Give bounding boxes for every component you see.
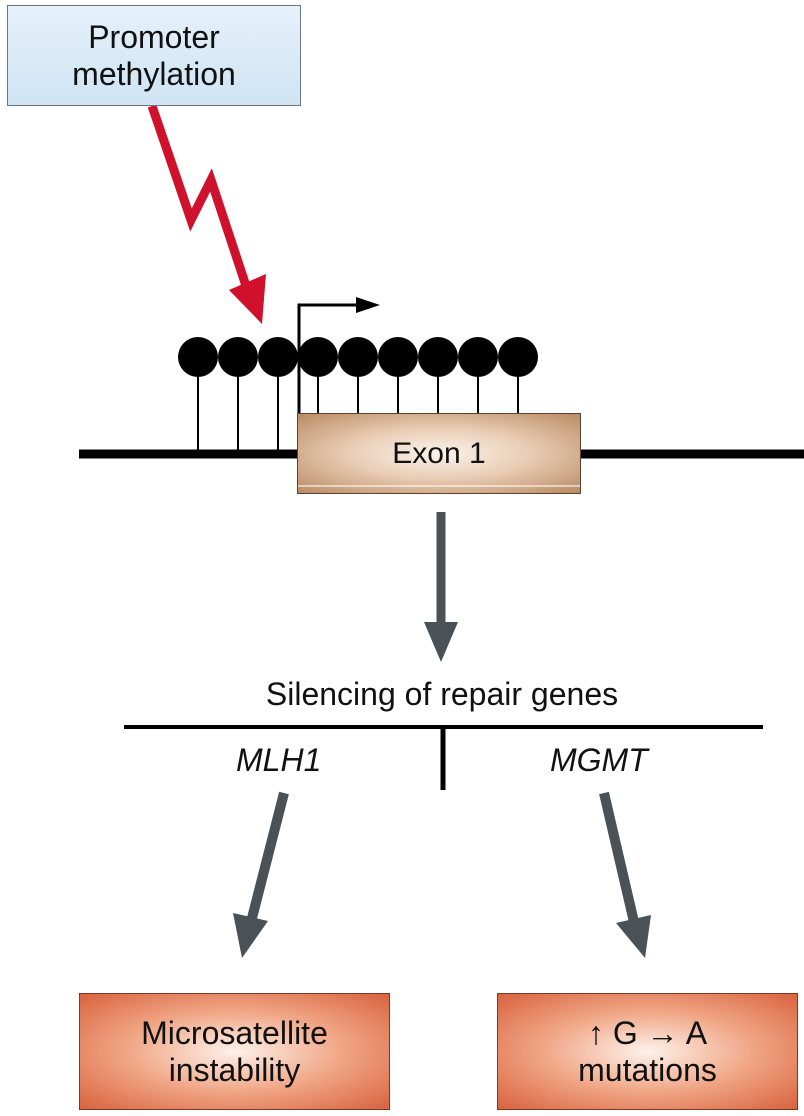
silencing-arrow (424, 512, 458, 662)
silencing-label: Silencing of repair genes (265, 676, 619, 712)
gene-label-mlh1: MLH1 (236, 742, 322, 778)
methyl-group (418, 337, 458, 377)
outcome-box-microsatellite: Microsatellite instability (79, 993, 390, 1110)
outcome-left-line1: Microsatellite (141, 1014, 328, 1051)
methyl-groups (178, 337, 538, 450)
methyl-group (338, 337, 378, 377)
exon-label: Exon 1 (392, 436, 486, 470)
methyl-group (298, 337, 338, 377)
methyl-group (458, 337, 498, 377)
outcome-box-mutations: ↑ G → A mutations (497, 993, 798, 1110)
exon-box: Exon 1 (297, 413, 581, 494)
methylation-arrow (147, 104, 266, 324)
mgmt-outcome-arrow (599, 791, 651, 958)
promoter-box-line2: methylation (72, 55, 236, 92)
gene-label-mgmt: MGMT (550, 742, 648, 778)
outcome-right-line2: mutations (578, 1051, 717, 1088)
outcome-left-line2: instability (168, 1051, 301, 1088)
methyl-group (498, 337, 538, 377)
methyl-group (378, 337, 418, 377)
promoter-methylation-box: Promoter methylation (7, 5, 301, 106)
transcription-start-arrow (297, 297, 380, 413)
methyl-group (218, 337, 258, 377)
mlh1-outcome-arrow (233, 791, 289, 958)
methyl-group (258, 337, 298, 377)
promoter-box-line1: Promoter (88, 18, 220, 55)
methyl-group (178, 337, 218, 377)
outcome-right-line1: ↑ G → A (587, 1014, 708, 1051)
